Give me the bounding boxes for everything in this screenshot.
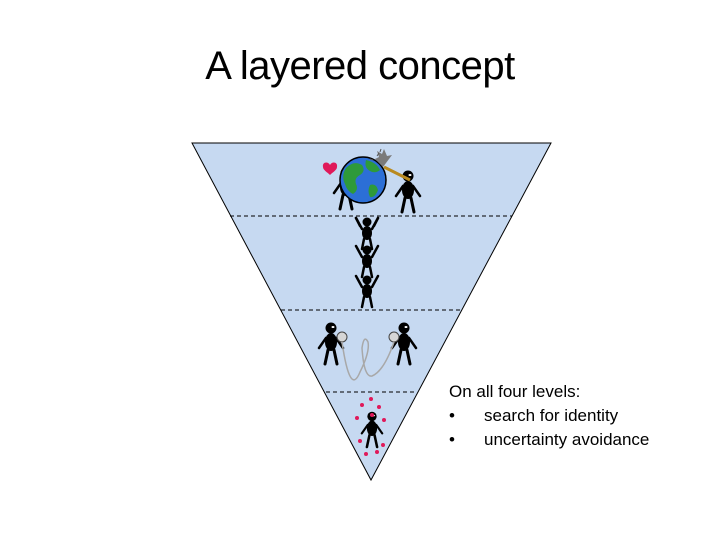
list-item-text: uncertainty avoidance bbox=[484, 430, 650, 449]
heart-icon bbox=[322, 162, 338, 175]
note-list: • search for identity • uncertainty avoi… bbox=[449, 404, 649, 452]
list-item: • uncertainty avoidance bbox=[449, 428, 649, 452]
note-heading: On all four levels: bbox=[449, 382, 581, 401]
globe-icon bbox=[339, 156, 387, 204]
layer-4-illustration bbox=[355, 397, 386, 456]
pyramid-triangle bbox=[191, 142, 552, 482]
slide-title: A layered concept bbox=[205, 44, 515, 88]
list-item: • search for identity bbox=[449, 404, 649, 428]
list-item-text: search for identity bbox=[484, 406, 619, 425]
layer-1-illustration bbox=[322, 148, 422, 214]
duster-icon bbox=[383, 165, 411, 182]
layer-2-illustration bbox=[354, 216, 380, 309]
bullet-icon: • bbox=[449, 406, 455, 425]
levels-note: On all four levels: • search for identit… bbox=[449, 380, 649, 452]
dots-cluster bbox=[355, 397, 386, 456]
layer-3-illustration bbox=[317, 321, 418, 381]
bullet-icon: • bbox=[449, 430, 455, 449]
